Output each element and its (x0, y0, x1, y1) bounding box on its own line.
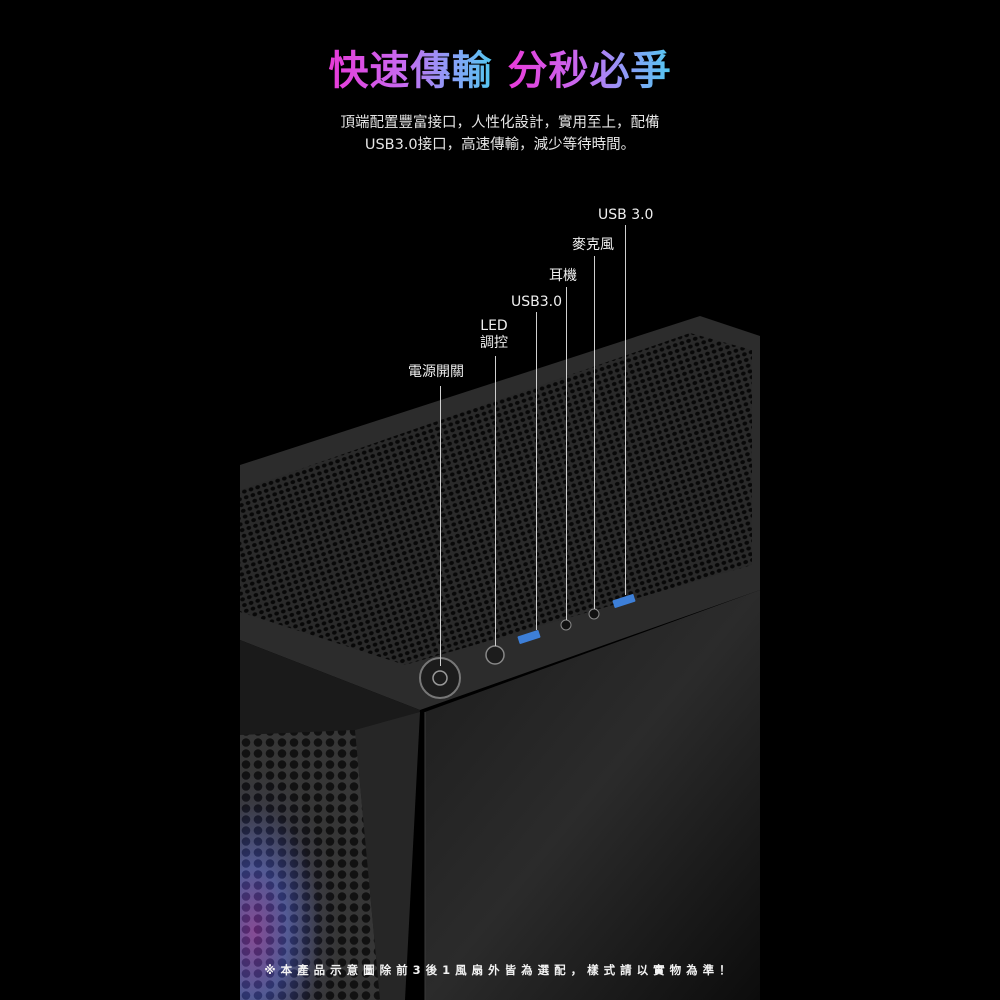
description-line2: USB3.0接口，高速傳輸，減少等待時間。 (364, 137, 636, 153)
description: 頂端配置豐富接口，人性化設計，實用至上，配備 USB3.0接口，高速傳輸，減少等… (0, 112, 1000, 156)
leader-line-usb-right (625, 225, 626, 595)
headline-part2: 分秒必爭 (507, 48, 672, 94)
power-icon (432, 670, 448, 686)
case-top-panel (240, 316, 760, 710)
callout-usb-right: USB 3.0 (598, 207, 654, 223)
headphone-jack (560, 619, 572, 631)
io-panel (419, 594, 636, 699)
led-control-button (485, 645, 505, 665)
footnote: ※本產品示意圖除前3後1風扇外皆為選配，樣式請以實物為準！ (264, 963, 736, 977)
description-line1: 頂端配置豐富接口，人性化設計，實用至上，配備 (340, 115, 660, 131)
leader-line-usb-left (536, 312, 537, 630)
callout-power: 電源開關 (408, 364, 464, 380)
usb-port-left (517, 630, 541, 644)
callout-led: LED 調控 (480, 318, 508, 352)
leader-line-mic (594, 256, 595, 609)
usb-port-right (612, 594, 636, 608)
callout-mic: 麥克風 (572, 237, 614, 253)
mic-jack (588, 608, 600, 620)
case-glass-side-panel (424, 590, 760, 1000)
callout-usb-left: USB3.0 (511, 294, 563, 310)
leader-line-headphone (566, 287, 567, 620)
leader-line-led (495, 356, 496, 646)
headline: 快速傳輸 分秒必爭 (0, 38, 1000, 96)
callout-headphone: 耳機 (549, 268, 577, 284)
callout-led-line2: 調控 (480, 335, 508, 351)
case-front-left (240, 640, 420, 1000)
headline-part1: 快速傳輸 (328, 48, 493, 94)
leader-line-power (440, 386, 441, 666)
callout-led-line1: LED (480, 318, 508, 334)
